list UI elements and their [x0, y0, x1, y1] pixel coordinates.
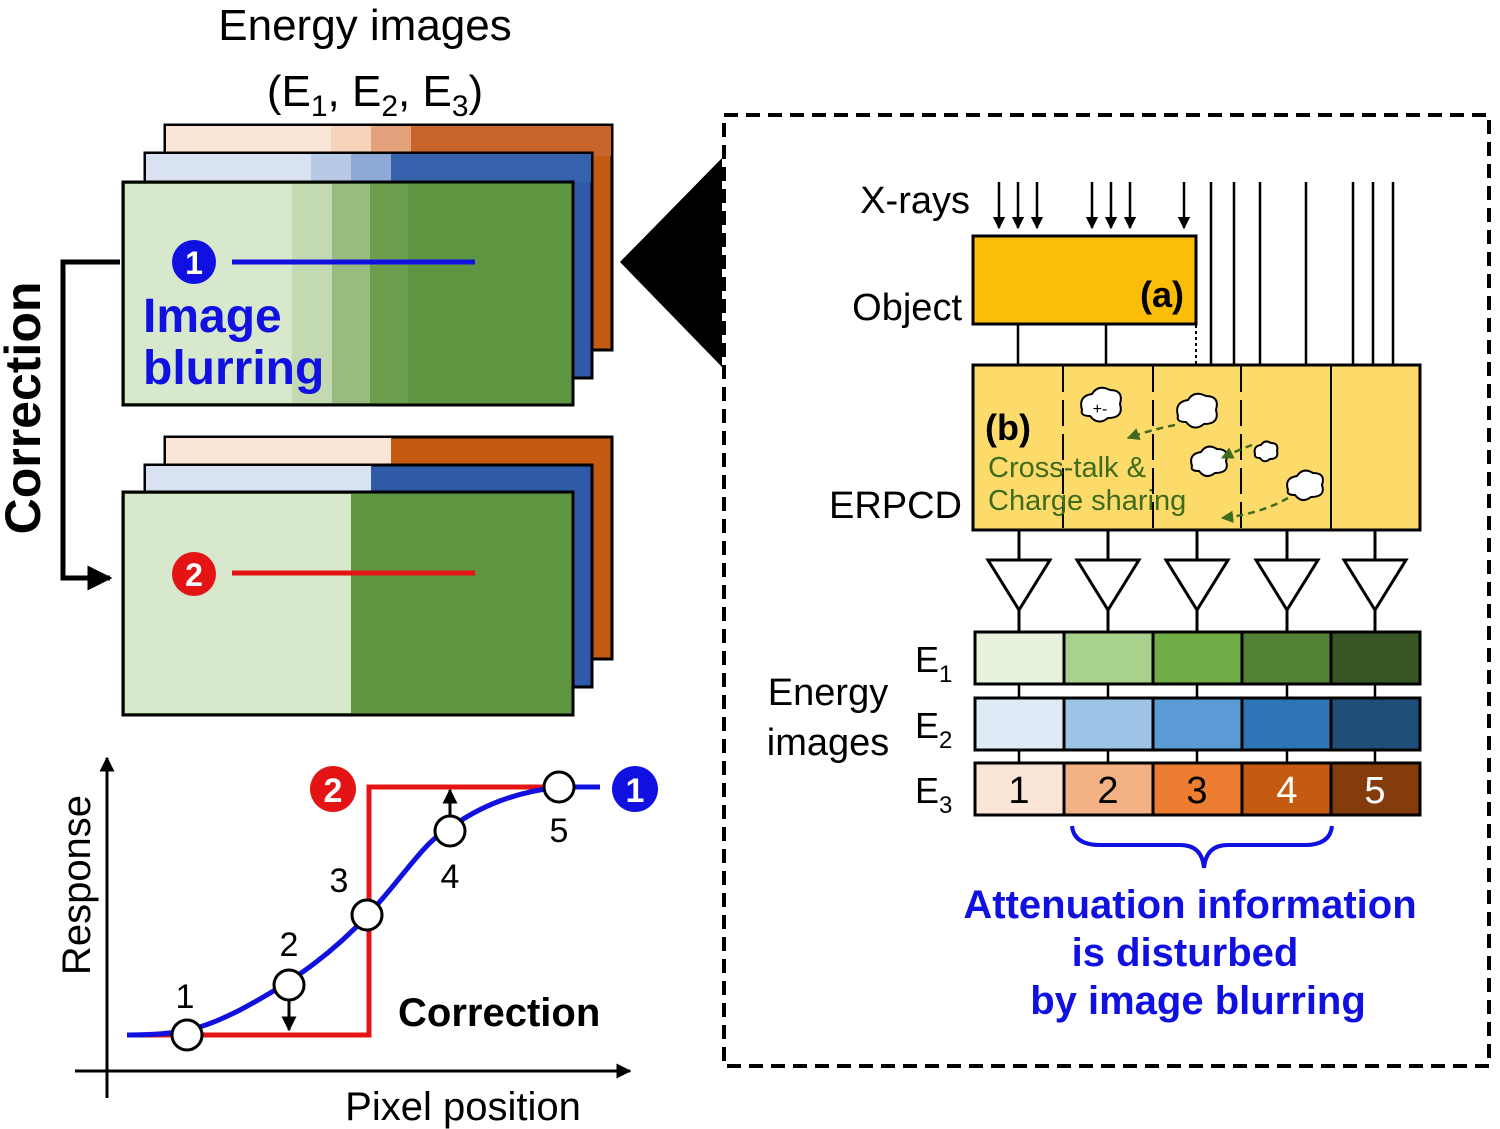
xrays-label: X-rays	[860, 180, 970, 222]
plot-marker-1: 1	[612, 766, 658, 812]
row-label-e3: E3	[915, 770, 952, 819]
attenuation-line3: by image blurring	[1030, 979, 1366, 1023]
svg-text:1: 1	[185, 245, 203, 281]
sample-point-1	[170, 1018, 204, 1052]
svg-text:2: 2	[324, 772, 343, 810]
correction-vertical-label: Correction	[0, 282, 51, 535]
pixel-boundaries	[1062, 366, 1242, 529]
charge-cloud-3	[1190, 445, 1228, 477]
attenuation-line1: Attenuation information	[963, 883, 1416, 927]
object-label: Object	[852, 287, 962, 329]
detector-detail-panel	[722, 113, 1491, 1068]
e3-cell-label-1: 1	[1008, 770, 1029, 812]
point-label-2: 2	[280, 926, 299, 964]
point-label-1: 1	[176, 978, 195, 1016]
point-label-5: 5	[550, 812, 569, 850]
plot-marker-2: 2	[310, 766, 356, 812]
sample-point-3	[350, 898, 384, 932]
energy-row-e1	[973, 630, 1422, 686]
row-connectors	[1017, 684, 1377, 763]
sample-point-2	[272, 968, 306, 1002]
crosstalk-label-1: Cross-talk &	[988, 452, 1146, 484]
plot-correction-label: Correction	[398, 991, 600, 1035]
curly-brace	[1070, 825, 1334, 869]
response-plot: Response Pixel position 1 2 3 4 5 Correc…	[55, 756, 658, 1129]
e3-cell-label-2: 2	[1097, 770, 1118, 812]
amplifiers	[985, 531, 1409, 632]
energy-row-e3	[973, 761, 1422, 817]
charge-cloud-5	[1286, 469, 1324, 501]
svg-text:+-: +-	[1093, 401, 1108, 418]
e1-layer-blurred	[121, 180, 575, 407]
x-axis-label: Pixel position	[345, 1085, 581, 1129]
energy-images-label-2: images	[767, 722, 890, 764]
row-label-e1: E1	[915, 639, 952, 688]
crosstalk-label-2: Charge sharing	[988, 485, 1186, 517]
blurred-image-stack: 1 Image blurring	[121, 123, 614, 407]
point-label-3: 3	[330, 862, 349, 900]
sample-point-4	[433, 814, 467, 848]
charge-cloud-4	[1253, 440, 1279, 463]
erpcd-tag: (b)	[985, 407, 1031, 448]
corrected-image-stack: 2	[121, 435, 614, 717]
object-tag: (a)	[1140, 274, 1184, 315]
crosstalk-arrows	[1126, 423, 1289, 524]
erpcd-label: ERPCD	[829, 485, 962, 527]
xray-arrows-attenuated	[992, 182, 1191, 230]
zoom-pointer-triangle	[620, 158, 722, 367]
charge-cloud-2	[1176, 392, 1218, 429]
title-line1: Energy images	[218, 1, 511, 50]
attenuation-line2: is disturbed	[1072, 931, 1299, 975]
svg-text:2: 2	[185, 557, 203, 593]
point-label-4: 4	[441, 858, 460, 896]
y-axis-label: Response	[55, 795, 99, 975]
image-blurring-label-1: Image	[143, 290, 282, 343]
energy-images-label-1: Energy	[768, 672, 888, 714]
row-label-e2: E2	[915, 705, 952, 754]
energy-row-e2	[973, 696, 1422, 752]
marker-1-badge: 1	[172, 240, 216, 284]
marker-2-badge: 2	[172, 552, 216, 596]
e1-layer-corrected	[121, 490, 575, 717]
charge-cloud-1: +-	[1080, 386, 1122, 423]
e3-cell-label-3: 3	[1186, 770, 1207, 812]
image-blurring-label-2: blurring	[143, 342, 324, 395]
title-line2: (E1, E2, E3)	[267, 67, 483, 123]
object-block	[971, 234, 1198, 326]
sample-point-5	[542, 770, 576, 804]
e3-cell-label-5: 5	[1364, 770, 1385, 812]
correction-arrow	[60, 259, 120, 591]
erpcd-detector	[971, 363, 1422, 532]
svg-text:1: 1	[626, 772, 645, 810]
e3-cell-label-4: 4	[1276, 770, 1297, 812]
